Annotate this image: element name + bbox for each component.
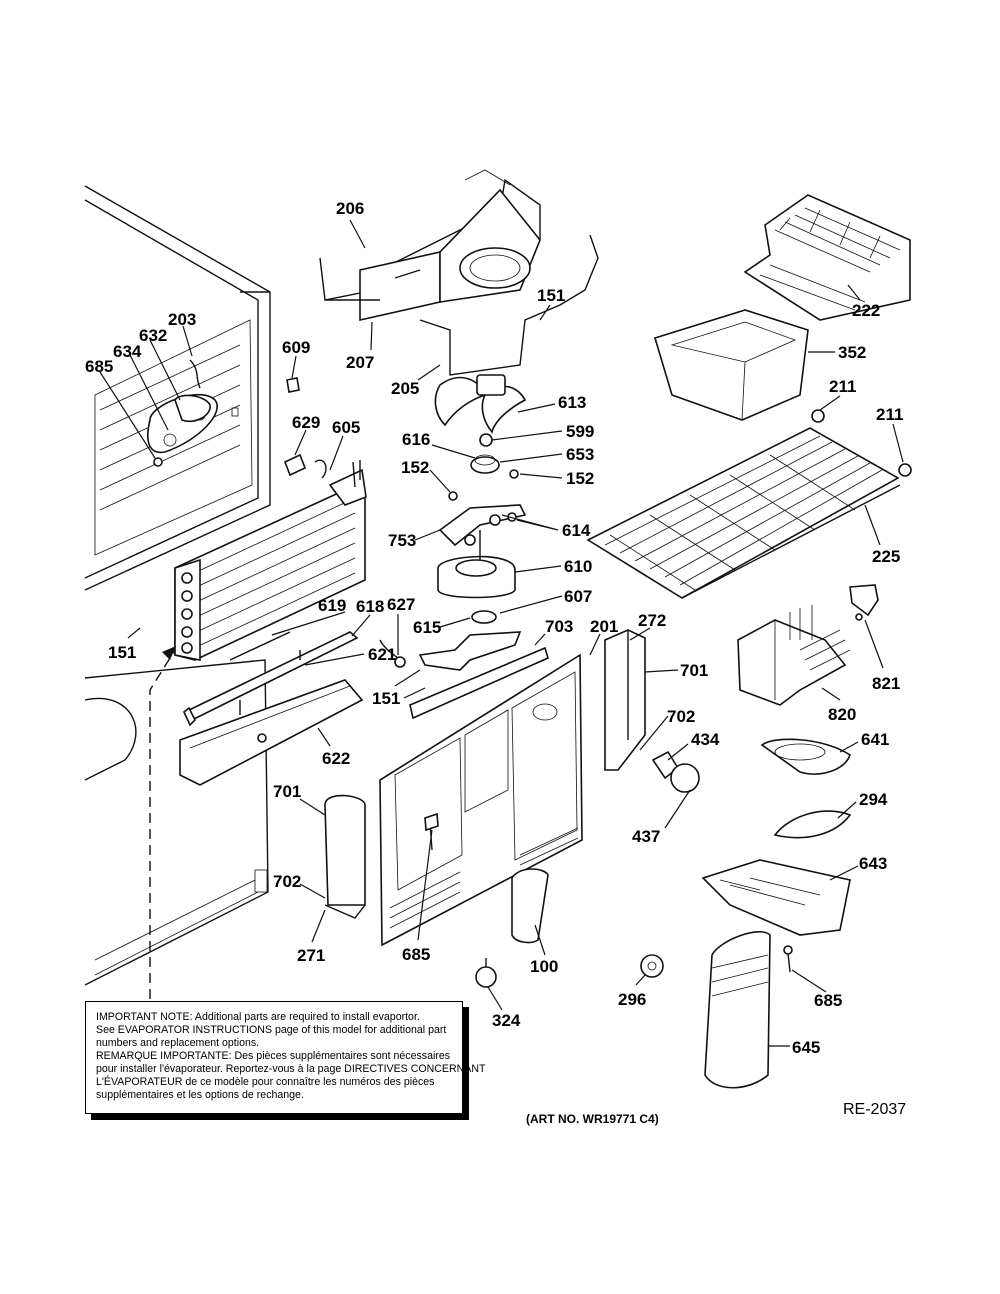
callout-619: 619 bbox=[318, 596, 346, 615]
note-line: See EVAPORATOR INSTRUCTIONS page of this… bbox=[96, 1024, 447, 1036]
callout-609: 609 bbox=[282, 338, 310, 357]
callout-605: 605 bbox=[332, 418, 360, 437]
callout-643: 643 bbox=[859, 854, 887, 873]
note-line: supplémentaires et les options de rechan… bbox=[96, 1089, 304, 1101]
note-line: pour installer l'évaporateur. Reportez-v… bbox=[96, 1063, 486, 1075]
note-line: L'ÉVAPORATEUR de ce modèle pour connaîtr… bbox=[96, 1076, 435, 1088]
callout-641: 641 bbox=[861, 730, 889, 749]
callout-352: 352 bbox=[838, 343, 866, 362]
callout-203: 203 bbox=[168, 310, 196, 329]
callouts: 206 207 205 151 222 352 211 211 225 203 … bbox=[85, 199, 903, 1057]
art-number: (ART NO. WR19771 C4) bbox=[526, 1112, 659, 1126]
callout-622: 622 bbox=[322, 749, 350, 768]
callout-152: 152 bbox=[401, 458, 429, 477]
note-line: IMPORTANT NOTE: Additional parts are req… bbox=[96, 1011, 420, 1023]
callout-599: 599 bbox=[566, 422, 594, 441]
callout-701: 701 bbox=[680, 661, 708, 680]
callout-324: 324 bbox=[492, 1011, 521, 1030]
callout-272: 272 bbox=[638, 611, 666, 630]
icemaker-820 bbox=[737, 584, 879, 706]
callout-271: 271 bbox=[297, 946, 325, 965]
callout-211: 211 bbox=[829, 377, 856, 396]
callout-701: 701 bbox=[273, 782, 301, 801]
callout-296: 296 bbox=[618, 990, 646, 1009]
note-line: numbers and replacement options. bbox=[96, 1037, 260, 1049]
wire-basket-222 bbox=[743, 194, 911, 321]
callout-753: 753 bbox=[388, 531, 416, 550]
fan-shroud-assembly bbox=[319, 169, 599, 376]
important-note-box: IMPORTANT NOTE: Additional parts are req… bbox=[85, 1001, 486, 1114]
callout-632: 632 bbox=[139, 326, 167, 345]
callout-821: 821 bbox=[872, 674, 900, 693]
evaporator-cover-201 bbox=[379, 646, 583, 947]
light-socket-434-437 bbox=[475, 750, 700, 988]
callout-634: 634 bbox=[113, 342, 142, 361]
callout-437: 437 bbox=[632, 827, 660, 846]
wire-shelf-225 bbox=[586, 409, 912, 599]
callout-645: 645 bbox=[792, 1038, 820, 1057]
callout-151: 151 bbox=[372, 689, 400, 708]
callout-100: 100 bbox=[530, 957, 558, 976]
dispenser-parts bbox=[640, 738, 852, 1089]
callout-294: 294 bbox=[859, 790, 888, 809]
callout-653: 653 bbox=[566, 445, 594, 464]
callout-151: 151 bbox=[108, 643, 136, 662]
ice-bucket-352 bbox=[654, 309, 809, 421]
freezer-cabinet bbox=[84, 185, 271, 986]
callout-618: 618 bbox=[356, 597, 384, 616]
callout-685: 685 bbox=[402, 945, 430, 964]
evaporator-coil bbox=[174, 460, 367, 661]
callout-702: 702 bbox=[667, 707, 695, 726]
callout-702: 702 bbox=[273, 872, 301, 891]
callout-613: 613 bbox=[558, 393, 586, 412]
callout-615: 615 bbox=[413, 618, 441, 637]
callout-621: 621 bbox=[368, 645, 396, 664]
duct-272-701-702 bbox=[324, 629, 646, 944]
callout-201: 201 bbox=[590, 617, 618, 636]
callout-627: 627 bbox=[387, 595, 415, 614]
callout-685: 685 bbox=[814, 991, 842, 1010]
callout-614: 614 bbox=[562, 521, 591, 540]
callout-225: 225 bbox=[872, 547, 900, 566]
callout-629: 629 bbox=[292, 413, 320, 432]
small-parts-left bbox=[283, 377, 406, 668]
callout-434: 434 bbox=[691, 730, 720, 749]
callout-820: 820 bbox=[828, 705, 856, 724]
fan-bracket bbox=[147, 359, 218, 467]
callout-151: 151 bbox=[537, 286, 565, 305]
callout-607: 607 bbox=[564, 587, 592, 606]
callout-685: 685 bbox=[85, 357, 113, 376]
callout-205: 205 bbox=[391, 379, 419, 398]
callout-222: 222 bbox=[852, 301, 880, 320]
drawing-code: RE-2037 bbox=[843, 1101, 907, 1118]
note-line: REMARQUE IMPORTANTE: Des pièces suppléme… bbox=[96, 1050, 451, 1062]
defrost-heater-assembly bbox=[179, 631, 364, 786]
callout-211: 211 bbox=[876, 405, 903, 424]
callout-703: 703 bbox=[545, 617, 573, 636]
leader-lines bbox=[99, 219, 904, 1047]
callout-207: 207 bbox=[346, 353, 374, 372]
callout-206: 206 bbox=[336, 199, 364, 218]
callout-152: 152 bbox=[566, 469, 594, 488]
install-arrow bbox=[149, 646, 176, 1015]
callout-616: 616 bbox=[402, 430, 430, 449]
callout-610: 610 bbox=[564, 557, 592, 576]
